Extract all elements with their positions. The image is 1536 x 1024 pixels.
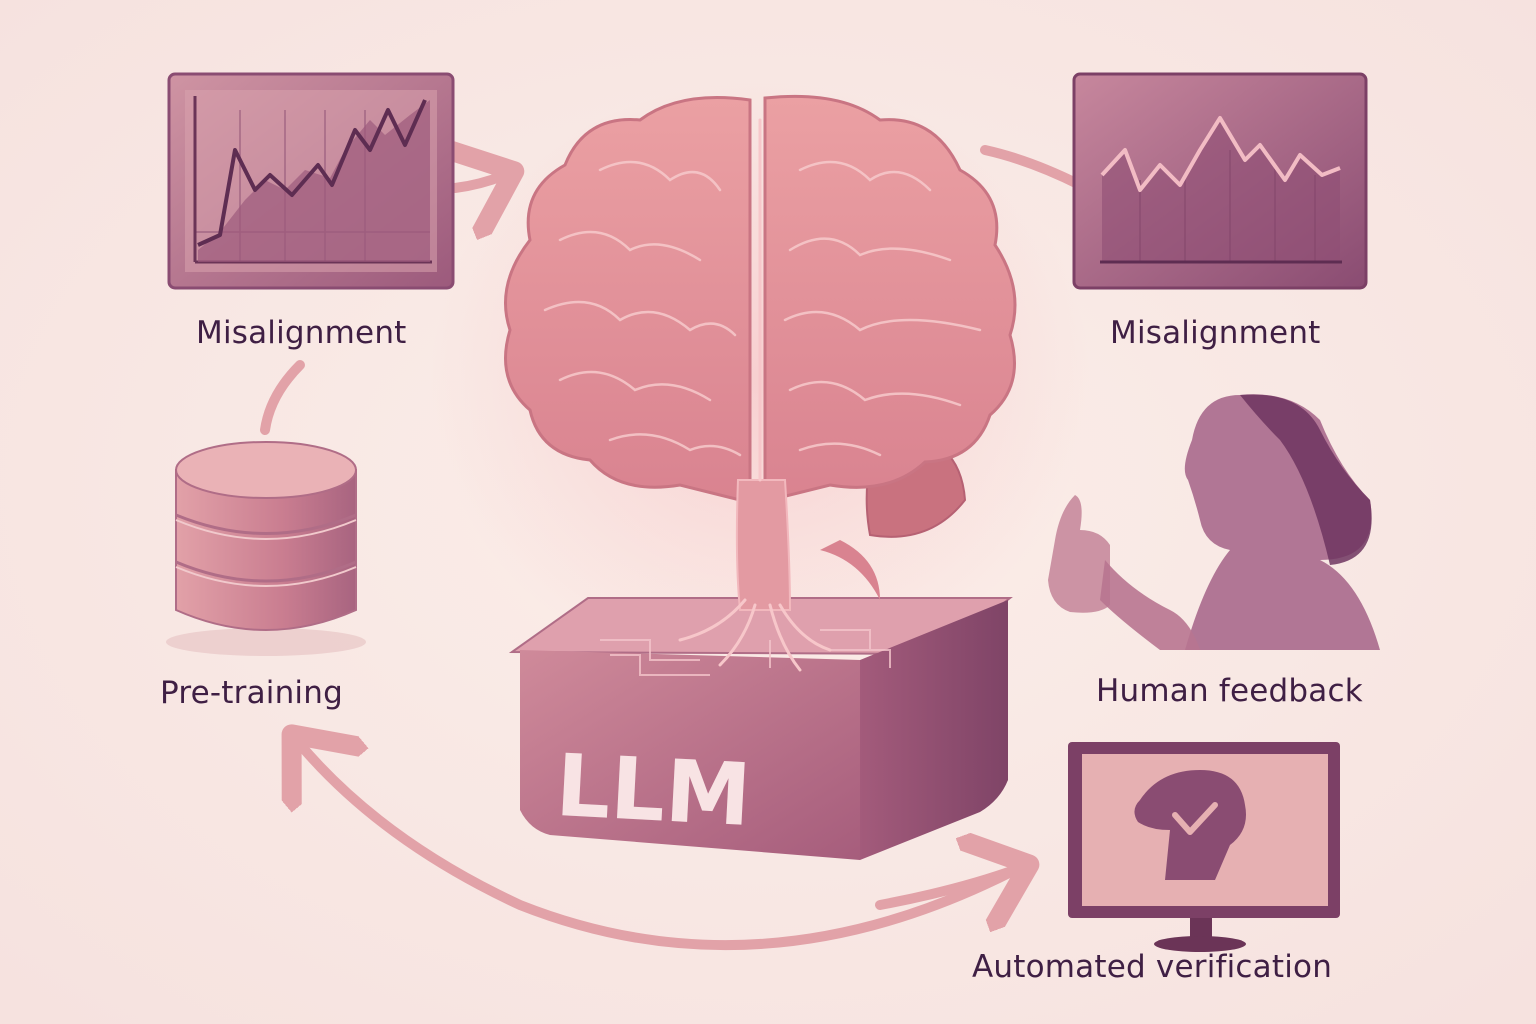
arrow-left-vertical — [260, 360, 305, 435]
monitor-checkmark-icon — [1068, 742, 1340, 952]
human-feedback-label: Human feedback — [1096, 673, 1363, 709]
llm-label: LLM — [553, 736, 753, 846]
arrow-to-monitor — [875, 868, 1020, 905]
circuit-traces — [600, 629, 891, 676]
brain-stem-trunk — [735, 479, 792, 611]
person-thumbs-up-icon — [1048, 394, 1380, 650]
misalignment-label-right: Misalignment — [1110, 315, 1321, 351]
arrow-brain-to-right-chart — [980, 145, 1085, 190]
llm-box: LLM — [508, 597, 1013, 860]
arrow-bottom-loop — [298, 742, 1020, 951]
pre-training-label: Pre-training — [160, 675, 343, 711]
brain-roots — [678, 118, 832, 672]
arrow-chart-to-brain — [455, 175, 505, 188]
brain-icon — [504, 94, 1017, 672]
left-chart-panel — [167, 72, 455, 290]
arrows — [260, 145, 1085, 951]
brain-folds — [543, 160, 982, 457]
line-chart-icon — [1100, 116, 1342, 264]
database-icon — [166, 441, 366, 656]
misalignment-label-left: Misalignment — [196, 315, 407, 351]
right-chart-panel — [1072, 72, 1368, 290]
automated-verification-label: Automated verification — [972, 949, 1333, 985]
line-chart-icon — [193, 96, 432, 264]
